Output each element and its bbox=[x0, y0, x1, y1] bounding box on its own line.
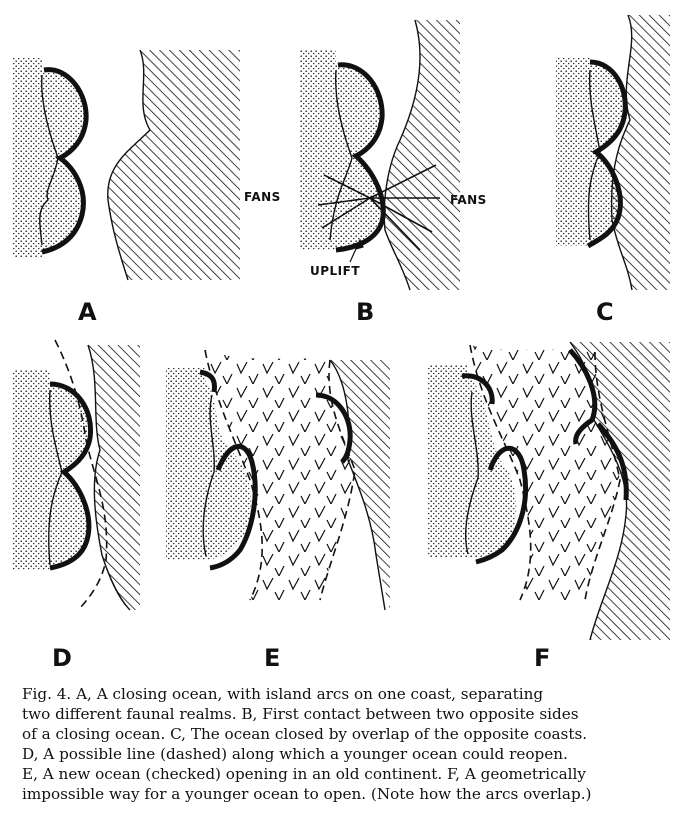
panel-d-drawing bbox=[12, 339, 140, 611]
panel-letter-b: B bbox=[356, 298, 375, 326]
panel-e-drawing bbox=[166, 349, 390, 611]
uplift-label: UPLIFT bbox=[310, 264, 361, 278]
panel-letter-f: F bbox=[534, 644, 551, 672]
uplift-arrow bbox=[349, 238, 364, 263]
panel-a-drawing bbox=[12, 49, 240, 281]
caption-line: Fig. 4. A, A closing ocean, with island … bbox=[22, 685, 544, 703]
fans-lines bbox=[317, 164, 440, 251]
figure-diagram bbox=[12, 14, 670, 641]
panel-letter-d: D bbox=[52, 644, 72, 672]
fans-label-right: FANS bbox=[450, 193, 487, 207]
panel-letter-c: C bbox=[596, 298, 614, 326]
caption-line: E, A new ocean (checked) opening in an o… bbox=[22, 765, 586, 783]
caption-line: impossible way for a younger ocean to op… bbox=[22, 785, 592, 803]
fans-label-left: FANS bbox=[244, 190, 281, 204]
caption-line: D, A possible line (dashed) along which … bbox=[22, 745, 568, 763]
panel-letter-e: E bbox=[264, 644, 281, 672]
panel-f-drawing bbox=[428, 341, 670, 641]
panel-c-drawing bbox=[556, 14, 670, 291]
panel-b-drawing bbox=[300, 19, 460, 291]
caption-line: of a closing ocean. C, The ocean closed … bbox=[22, 725, 588, 743]
panel-letter-a: A bbox=[78, 298, 97, 326]
caption-line: two different faunal realms. B, First co… bbox=[22, 705, 579, 723]
figure-caption: Fig. 4. A, A closing ocean, with island … bbox=[22, 684, 662, 804]
